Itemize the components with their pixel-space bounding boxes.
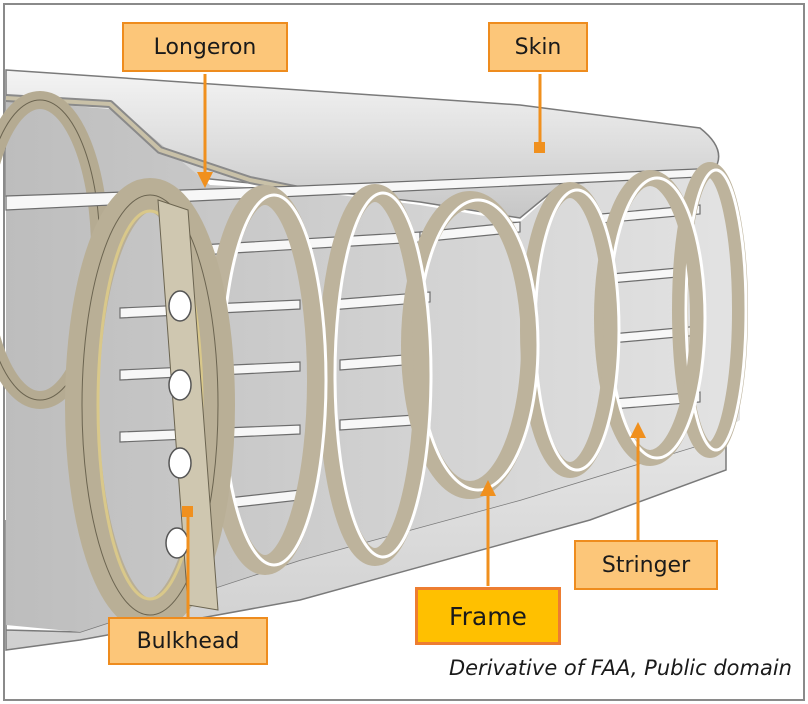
lightening-holes xyxy=(165,290,192,559)
label-frame: Frame xyxy=(415,587,561,645)
label-skin: Skin xyxy=(488,22,588,72)
frames xyxy=(203,162,748,575)
bulkhead-ring xyxy=(65,178,235,632)
leader-lines xyxy=(182,74,646,620)
label-stringer: Stringer xyxy=(574,540,718,590)
credit-text: Derivative of FAA, Public domain xyxy=(448,656,792,680)
label-bulkhead: Bulkhead xyxy=(108,617,268,665)
label-longeron: Longeron xyxy=(122,22,288,72)
